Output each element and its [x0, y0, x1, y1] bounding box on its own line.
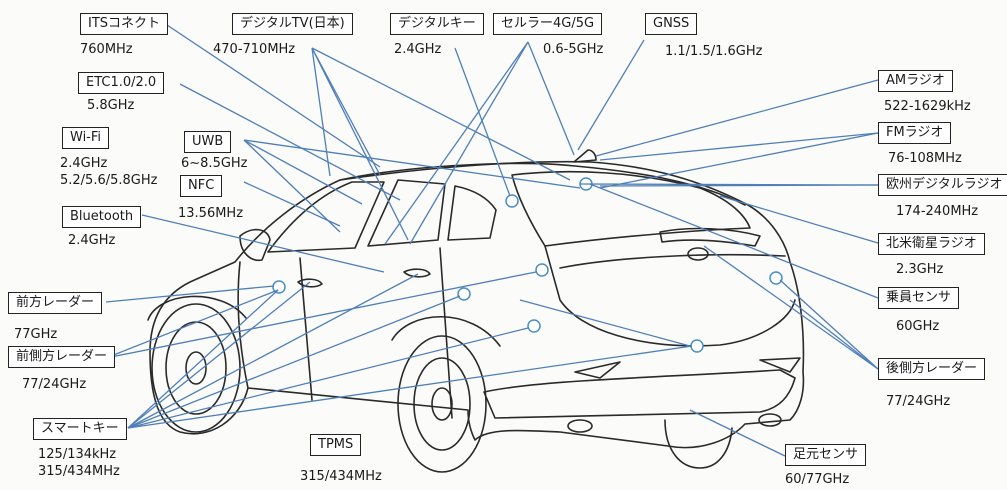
- label-occupant-sensor: 乗員センサ: [878, 287, 959, 309]
- freq-tpms: 315/434MHz: [300, 468, 382, 485]
- label-nfc: NFC: [180, 175, 222, 197]
- label-front-side-radar: 前側方レーダー: [8, 346, 115, 368]
- label-rear-side-radar: 後側方レーダー: [878, 358, 985, 380]
- label-front-radar: 前方レーダー: [8, 292, 102, 314]
- label-cellular: セルラー4G/5G: [493, 13, 602, 35]
- label-eu-digital-radio: 欧州デジタルラジオ: [878, 174, 1007, 196]
- freq-wifi: 2.4GHz 5.2/5.6/5.8GHz: [60, 155, 157, 189]
- label-tpms: TPMS: [310, 434, 361, 456]
- freq-digital-key: 2.4GHz: [394, 41, 441, 58]
- freq-digital-tv: 470-710MHz: [213, 41, 295, 58]
- freq-front-side-radar: 77/24GHz: [22, 376, 86, 393]
- freq-am-radio: 522-1629kHz: [884, 98, 971, 115]
- freq-foot-sensor: 60/77GHz: [785, 471, 849, 488]
- label-its-connect: ITSコネクト: [80, 13, 168, 35]
- label-wifi: Wi-Fi: [62, 127, 109, 149]
- leader-lines: [106, 25, 878, 456]
- label-am-radio: AMラジオ: [878, 70, 953, 92]
- freq-cellular: 0.6-5GHz: [543, 41, 603, 58]
- freq-gnss: 1.1/1.5/1.6GHz: [665, 43, 762, 60]
- car-illustration: [148, 150, 803, 472]
- freq-na-satellite-radio: 2.3GHz: [896, 261, 943, 278]
- label-digital-tv: デジタルTV(日本): [232, 13, 353, 35]
- freq-uwb: 6~8.5GHz: [181, 155, 248, 172]
- freq-its-connect: 760MHz: [80, 41, 133, 58]
- label-bluetooth: Bluetooth: [62, 206, 141, 228]
- label-uwb: UWB: [184, 131, 231, 153]
- label-smart-key: スマートキー: [33, 418, 127, 440]
- label-fm-radio: FMラジオ: [878, 122, 951, 144]
- label-gnss: GNSS: [645, 13, 697, 35]
- freq-eu-digital-radio: 174-240MHz: [896, 203, 978, 220]
- label-foot-sensor: 足元センサ: [785, 444, 866, 466]
- freq-rear-side-radar: 77/24GHz: [886, 393, 950, 410]
- label-digital-key: デジタルキー: [390, 13, 484, 35]
- freq-occupant-sensor: 60GHz: [896, 318, 939, 335]
- label-etc: ETC1.0/2.0: [78, 72, 164, 94]
- freq-fm-radio: 76-108MHz: [888, 150, 962, 167]
- freq-smart-key: 125/134kHz 315/434MHz: [38, 446, 120, 480]
- label-na-satellite-radio: 北米衛星ラジオ: [878, 233, 985, 255]
- freq-bluetooth: 2.4GHz: [68, 232, 115, 249]
- freq-nfc: 13.56MHz: [178, 205, 243, 222]
- sensor-markers: [273, 178, 782, 352]
- freq-etc: 5.8GHz: [87, 97, 134, 114]
- freq-front-radar: 77GHz: [14, 326, 57, 343]
